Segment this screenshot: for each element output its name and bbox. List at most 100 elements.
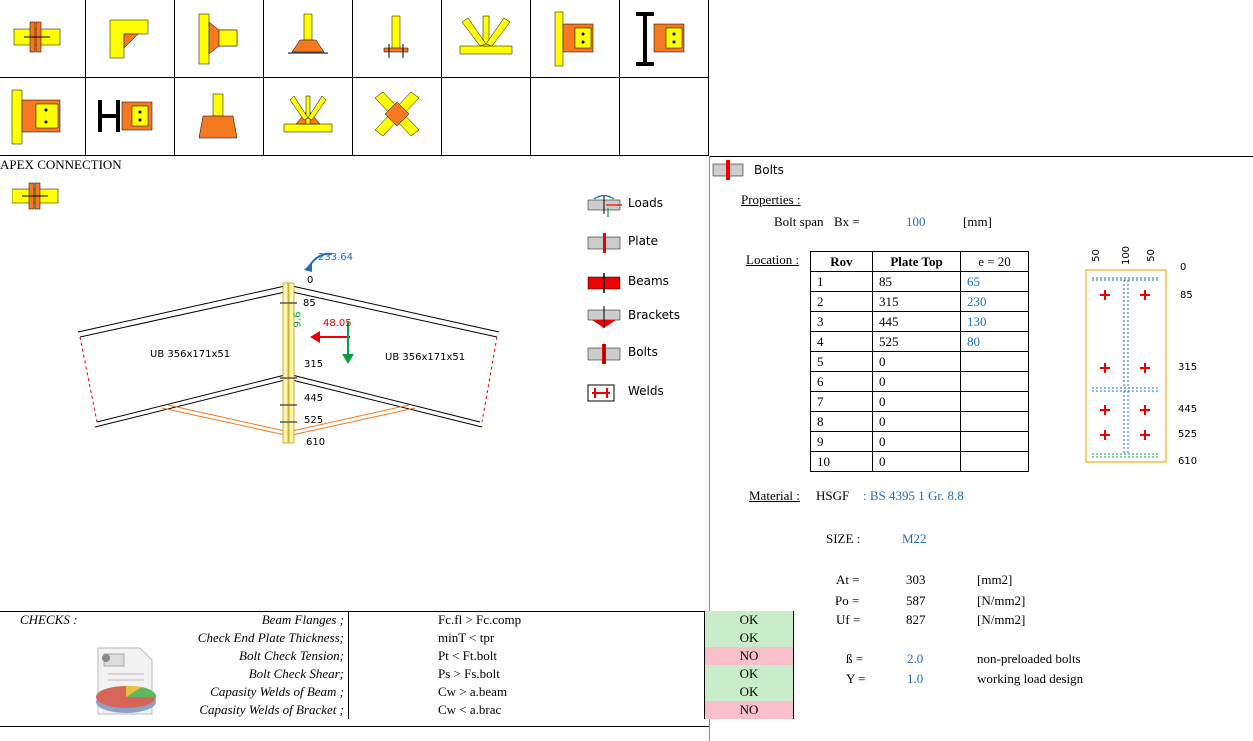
apex-connection-icon[interactable]	[0, 0, 86, 78]
web-splice-icon[interactable]	[0, 78, 86, 156]
menu-bolts[interactable]: Bolts	[586, 341, 696, 365]
check-description: Capasity Welds of Bracket ;	[0, 701, 349, 719]
gamma-label: Y =	[846, 671, 866, 686]
edge-cell: 230	[960, 291, 1029, 312]
plate-top-cell[interactable]: 0	[872, 451, 961, 472]
shear-value: 9.6	[292, 311, 304, 328]
plate-dim-right: 50	[1145, 249, 1157, 262]
plate-top-cell[interactable]: 0	[872, 391, 961, 412]
knee-connection-icon[interactable]	[86, 0, 175, 78]
menu-beams[interactable]: Beams	[586, 270, 696, 294]
check-result: OK	[704, 683, 794, 701]
bolt-span-value[interactable]: 100	[906, 214, 926, 229]
plate-diagram	[1084, 240, 1174, 469]
menu-loads-label: Loads	[628, 196, 664, 210]
check-description: Beam Flanges ;	[0, 611, 349, 629]
empty-cell	[442, 78, 531, 156]
prop-po-label: Po =	[835, 593, 860, 608]
level-0: 0	[307, 275, 314, 286]
bolt-span-symbol: Bx =	[834, 214, 860, 229]
base-plate-icon[interactable]	[264, 0, 353, 78]
gamma-note: working load design	[977, 671, 1084, 686]
section-title: APEX CONNECTION	[0, 157, 122, 172]
menu-brackets[interactable]: Brackets	[586, 304, 696, 328]
prop-uf-label: Uf =	[836, 612, 861, 627]
plate-top-cell[interactable]: 85	[872, 271, 961, 292]
level-610: 610	[306, 437, 326, 448]
row-number: 4	[810, 331, 873, 352]
prop-uf-unit: [N/mm2]	[977, 612, 1026, 627]
plate-top-cell[interactable]: 315	[872, 291, 961, 312]
fin-plate-icon[interactable]	[86, 78, 175, 156]
edge-cell: 65	[960, 271, 1029, 292]
material-label: Material :	[749, 488, 800, 503]
check-result: NO	[704, 701, 794, 719]
apex-connection-icon	[11, 182, 62, 214]
plate-top-cell[interactable]: 0	[872, 371, 961, 392]
loads-icon	[587, 194, 622, 217]
column-base-icon[interactable]	[353, 0, 442, 78]
plate-level-445: 445	[1178, 404, 1198, 415]
menu-loads[interactable]: Loads	[586, 192, 696, 217]
menu-plate-label: Plate	[628, 234, 659, 248]
check-result: OK	[704, 611, 794, 629]
size-value[interactable]: M22	[902, 531, 927, 546]
menu-plate[interactable]: Plate	[586, 230, 696, 254]
row-number: 3	[810, 311, 873, 332]
moment-value: 233.64	[318, 252, 353, 263]
material-standard[interactable]: : BS 4395 1 Gr. 8.8	[863, 488, 964, 503]
prop-at-unit: [mm2]	[977, 572, 1013, 587]
cross-bracing-icon[interactable]	[353, 78, 442, 156]
material-type: HSGF	[816, 488, 850, 503]
panel-title: Bolts	[754, 163, 784, 177]
column-footing-icon[interactable]	[175, 78, 264, 156]
menu-bolts-label: Bolts	[628, 345, 658, 359]
prop-uf-value: 827	[906, 612, 926, 627]
column-beam-icon[interactable]	[175, 0, 264, 78]
plate-level-85: 85	[1180, 290, 1193, 301]
column-splice-icon[interactable]	[531, 0, 620, 78]
menu-welds[interactable]: Welds	[586, 380, 696, 404]
beta-value[interactable]: 2.0	[907, 651, 924, 666]
vertical-divider	[709, 156, 710, 741]
bolts-icon	[712, 160, 744, 180]
check-description: Check End Plate Thickness;	[0, 629, 349, 647]
plate-dim-left: 50	[1090, 249, 1102, 262]
plate-level-315: 315	[1178, 362, 1198, 373]
bolts-icon	[587, 344, 621, 364]
beta-label: ß =	[846, 651, 864, 666]
check-formula: Ps > Fs.bolt	[348, 665, 705, 683]
header-plate-top: Plate Top	[872, 251, 961, 272]
row-number: 8	[810, 411, 873, 432]
check-formula: Cw < a.brac	[348, 701, 705, 719]
beam-splice-icon[interactable]	[620, 0, 709, 78]
check-description: Bolt Check Tension;	[0, 647, 349, 665]
beam-right-label: UB 356x171x51	[385, 352, 466, 363]
plate-level-0: 0	[1180, 262, 1187, 273]
plate-top-cell[interactable]: 0	[872, 351, 961, 372]
plate-top-cell[interactable]: 525	[872, 331, 961, 352]
gusset-node-icon[interactable]	[264, 78, 353, 156]
plate-top-cell[interactable]: 0	[872, 431, 961, 452]
edge-cell	[960, 431, 1029, 452]
plate-top-cell[interactable]: 445	[872, 311, 961, 332]
check-formula: Pt < Ft.bolt	[348, 647, 705, 665]
gamma-value[interactable]: 1.0	[907, 671, 924, 686]
connection-drawing	[0, 0, 560, 474]
truss-node-icon[interactable]	[442, 0, 531, 78]
level-525: 525	[304, 415, 324, 426]
edge-cell	[960, 451, 1029, 472]
plate-top-cell[interactable]: 0	[872, 411, 961, 432]
